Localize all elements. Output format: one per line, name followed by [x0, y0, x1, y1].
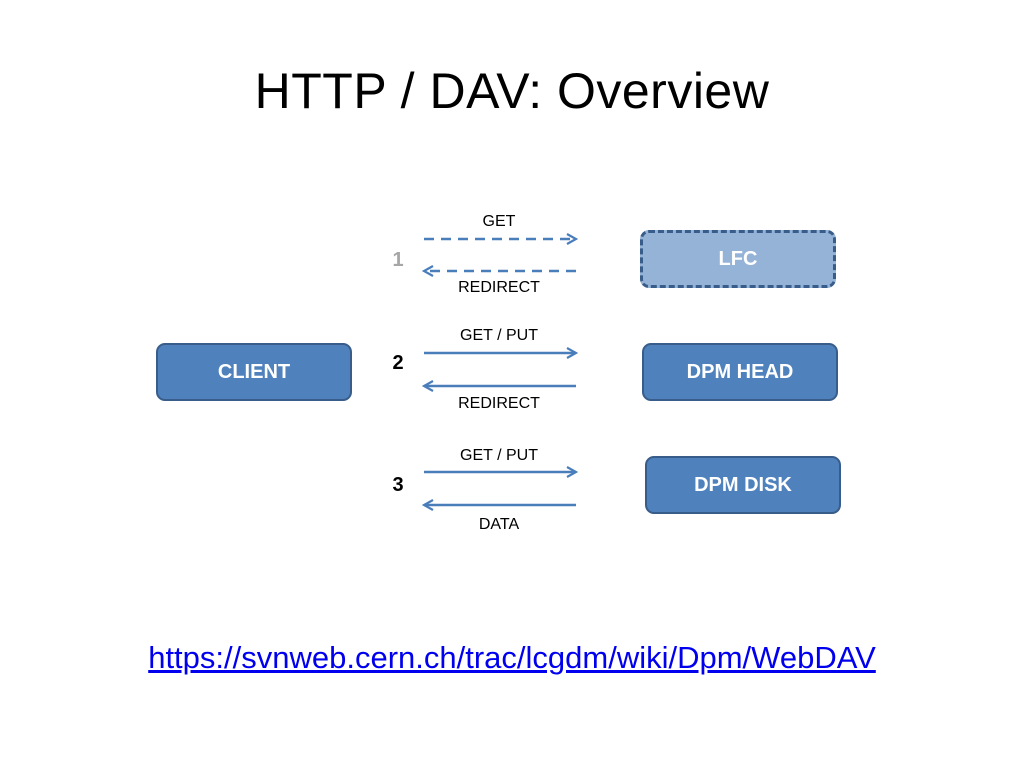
step2-number: 2 — [392, 352, 404, 374]
step3-response-label: DATA — [478, 516, 520, 533]
lfc-box: LFC — [640, 230, 836, 288]
step1-number: 1 — [392, 249, 404, 271]
dpm-disk-label: DPM DISK — [694, 473, 792, 496]
lfc-label: LFC — [718, 247, 758, 270]
step3-request-label: GET / PUT — [460, 447, 538, 464]
slide-title: HTTP / DAV: Overview — [254, 63, 770, 119]
client-label: CLIENT — [217, 360, 291, 383]
webdav-link[interactable]: https://svnweb.cern.ch/trac/lcgdm/wiki/D… — [148, 640, 876, 675]
client-box: CLIENT — [156, 343, 352, 401]
step2-response-label: REDIRECT — [458, 395, 540, 412]
webdav-link-container: https://svnweb.cern.ch/trac/lcgdm/wiki/D… — [0, 640, 1024, 676]
step2-request-label: GET / PUT — [460, 327, 538, 344]
step1-response-label: REDIRECT — [458, 279, 540, 296]
dpm-head-box: DPM HEAD — [642, 343, 838, 401]
step1-request-label: GET — [482, 213, 516, 230]
step3-number: 3 — [392, 474, 404, 496]
dpm-head-label: DPM HEAD — [686, 360, 794, 383]
dpm-disk-box: DPM DISK — [645, 456, 841, 514]
